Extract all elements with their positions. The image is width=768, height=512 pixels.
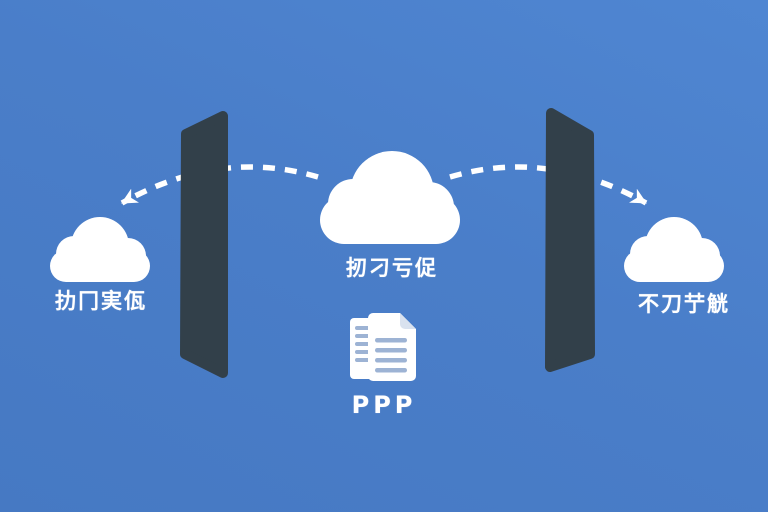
right-firewall-slab-icon <box>545 108 595 372</box>
left-firewall-slab-icon <box>180 111 228 378</box>
right-cloud-label: 不刀艼觥 <box>638 292 730 316</box>
right-cloud-icon <box>624 217 724 282</box>
center-cloud-label: 扨刁亏促 <box>346 256 438 280</box>
left-cloud-icon <box>50 217 150 282</box>
left-cloud-label: 扐冂実佤 <box>55 289 147 313</box>
document-pages-icon <box>350 313 416 381</box>
center-cloud-icon <box>320 151 460 244</box>
document-label: PPP <box>351 391 417 419</box>
